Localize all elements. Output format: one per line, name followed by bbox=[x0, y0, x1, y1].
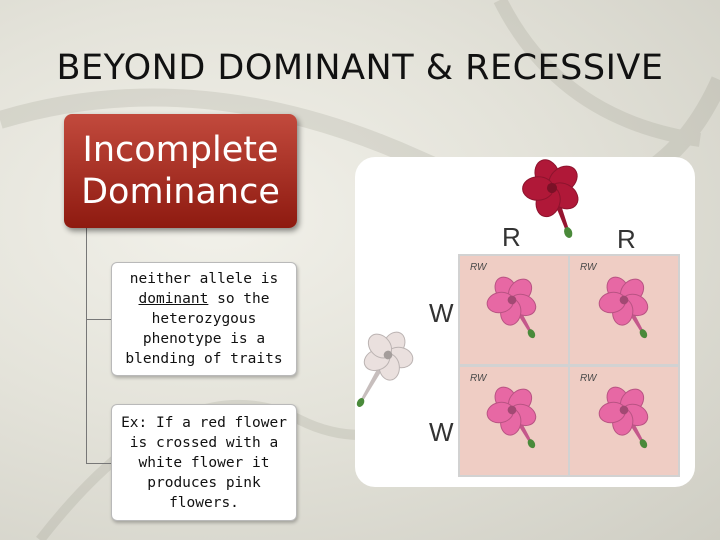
example-line-4: produces pink bbox=[147, 474, 261, 491]
example-line-3: white flower it bbox=[138, 454, 270, 471]
connector-note1 bbox=[86, 319, 111, 320]
genotype-label: RW bbox=[580, 373, 597, 384]
definition-note: neither allele is dominant so the hetero… bbox=[111, 262, 297, 376]
allele-side-2: W bbox=[429, 417, 454, 447]
genotype-label: RW bbox=[470, 373, 487, 384]
allele-top-2: R bbox=[617, 224, 636, 254]
genotype-label: RW bbox=[470, 262, 487, 273]
definition-line-1: neither allele is bbox=[129, 271, 279, 287]
punnett-cell: RW bbox=[460, 256, 568, 364]
definition-line-2: dominant so the bbox=[118, 289, 290, 309]
definition-line-2-rest: so the bbox=[208, 291, 270, 307]
punnett-cell: RW bbox=[570, 367, 678, 475]
punnett-cell: RW bbox=[460, 367, 568, 475]
example-note: Ex: If a red flower is crossed with a wh… bbox=[111, 404, 297, 521]
incomplete-dominance-header: Incomplete Dominance bbox=[64, 114, 297, 228]
slide-title: BEYOND DOMINANT & RECESSIVE bbox=[56, 48, 664, 88]
connector-vertical bbox=[86, 228, 87, 464]
header-line-1: Incomplete bbox=[82, 130, 279, 170]
header-line-2: Dominance bbox=[81, 172, 280, 212]
genotype-label: RW bbox=[580, 262, 597, 273]
punnett-cell: RW bbox=[570, 256, 678, 364]
allele-top-1: R bbox=[502, 222, 521, 252]
allele-side-1: W bbox=[429, 298, 454, 328]
example-line-2: is crossed with a bbox=[129, 434, 279, 451]
example-line-1: Ex: If a red flower bbox=[121, 414, 287, 431]
definition-line-5: blending of traits bbox=[125, 351, 283, 367]
punnett-grid: RW RW RW RW bbox=[458, 254, 680, 477]
definition-line-3: heterozygous bbox=[151, 311, 257, 327]
dominant-underlined: dominant bbox=[138, 291, 209, 307]
definition-line-4: phenotype is a bbox=[142, 331, 266, 347]
connector-note2 bbox=[86, 463, 111, 464]
example-line-5: flowers. bbox=[169, 494, 239, 511]
